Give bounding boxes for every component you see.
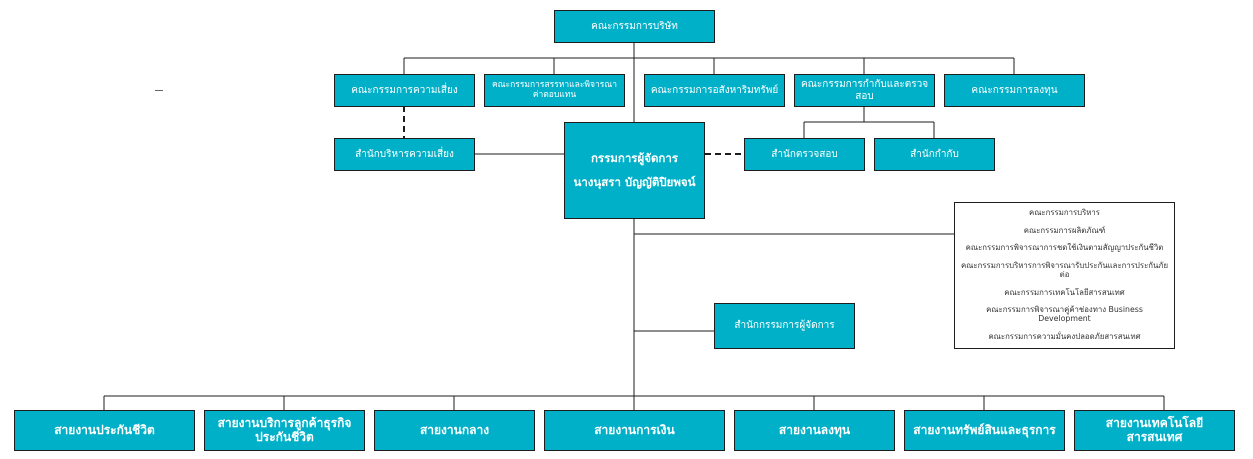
management-committee-item: คณะกรรมการความมั่นคงปลอดภัยสารสนเทศ bbox=[988, 331, 1141, 341]
management-committee-item: คณะกรรมการบริหาร bbox=[1028, 208, 1100, 218]
compliance-office-box: สำนักกำกับ bbox=[874, 138, 995, 171]
management-committee-item: คณะกรรมการผลิตภัณฑ์ bbox=[1023, 225, 1106, 235]
management-committee-item: คณะกรรมการพิจารณาการชดใช้เงินตามสัญญาประ… bbox=[965, 243, 1164, 253]
division-it: สายงานเทคโนโลยีสารสนเทศ bbox=[1074, 410, 1235, 451]
division-central: สายงานกลาง bbox=[374, 410, 535, 451]
risk-office-box: สำนักบริหารความเสี่ยง bbox=[334, 138, 475, 171]
ceo-name: นางนุสรา บัญญัติปิยพจน์ bbox=[573, 174, 696, 189]
division-life-insurance: สายงานประกันชีวิต bbox=[14, 410, 195, 451]
audit-office-box: สำนักตรวจสอบ bbox=[744, 138, 865, 171]
ceo-office-box: สำนักกรรมการผู้จัดการ bbox=[714, 303, 855, 349]
investment-committee-box: คณะกรรมการลงทุน bbox=[944, 74, 1085, 107]
division-property-admin: สายงานทรัพย์สินและธุรการ bbox=[904, 410, 1065, 451]
management-committees-panel: คณะกรรมการบริหาร คณะกรรมการผลิตภัณฑ์ คณะ… bbox=[954, 202, 1175, 349]
division-investment: สายงานลงทุน bbox=[734, 410, 895, 451]
management-committee-item: คณะกรรมการเทคโนโลยีสารสนเทศ bbox=[1004, 287, 1125, 297]
risk-committee-box: คณะกรรมการความเสี่ยง bbox=[334, 74, 475, 107]
ceo-title: กรรมการผู้จัดการ bbox=[590, 151, 679, 166]
ceo-box: กรรมการผู้จัดการ นางนุสรา บัญญัติปิยพจน์ bbox=[564, 122, 705, 219]
management-committee-item: คณะกรรมการบริหารการพิจารณารับประกันและกา… bbox=[960, 261, 1169, 279]
audit-committee-box: คณะกรรมการกำกับและตรวจสอบ bbox=[794, 74, 935, 107]
management-committee-item: คณะกรรมการพิจารณาคู่ค้าช่องทาง Business … bbox=[986, 305, 1143, 324]
board-box: คณะกรรมการบริษัท bbox=[554, 10, 715, 43]
division-customer-service: สายงานบริการลูกค้าธุรกิจประกันชีวิต bbox=[204, 410, 365, 451]
division-finance: สายงานการเงิน bbox=[544, 410, 725, 451]
nomination-committee-box: คณะกรรมการสรรหาและพิจารณาค่าตอบแทน bbox=[484, 74, 625, 107]
stray-dash-mark bbox=[155, 90, 163, 91]
property-committee-box: คณะกรรมการอสังหาริมทรัพย์ bbox=[644, 74, 785, 107]
